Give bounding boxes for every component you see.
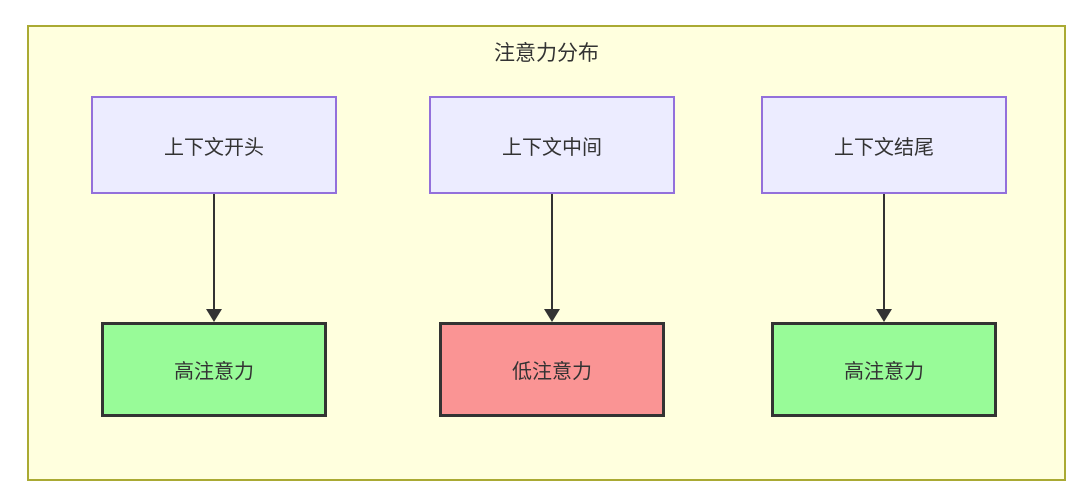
- arrow-line: [883, 194, 885, 310]
- node-context-end: 上下文结尾: [761, 96, 1007, 194]
- arrow-line: [551, 194, 553, 310]
- arrowhead-icon: [206, 309, 222, 322]
- flow-column-context-start: 上下文开头 高注意力: [84, 96, 344, 417]
- flow-column-context-middle: 上下文中间 低注意力: [422, 96, 682, 417]
- arrowhead-icon: [876, 309, 892, 322]
- node-attention-start: 高注意力: [101, 322, 327, 417]
- node-attention-middle: 低注意力: [439, 322, 665, 417]
- attention-distribution-frame: 注意力分布 上下文开头 高注意力 上下文中间 低注意力 上下文结尾 高注意力: [27, 25, 1066, 481]
- arrow-context-middle: [544, 194, 560, 322]
- arrow-context-start: [206, 194, 222, 322]
- arrow-context-end: [876, 194, 892, 322]
- node-attention-end: 高注意力: [771, 322, 997, 417]
- flow-column-context-end: 上下文结尾 高注意力: [754, 96, 1014, 417]
- arrow-line: [213, 194, 215, 310]
- arrowhead-icon: [544, 309, 560, 322]
- node-context-middle: 上下文中间: [429, 96, 675, 194]
- node-context-start: 上下文开头: [91, 96, 337, 194]
- diagram-title: 注意力分布: [494, 42, 599, 65]
